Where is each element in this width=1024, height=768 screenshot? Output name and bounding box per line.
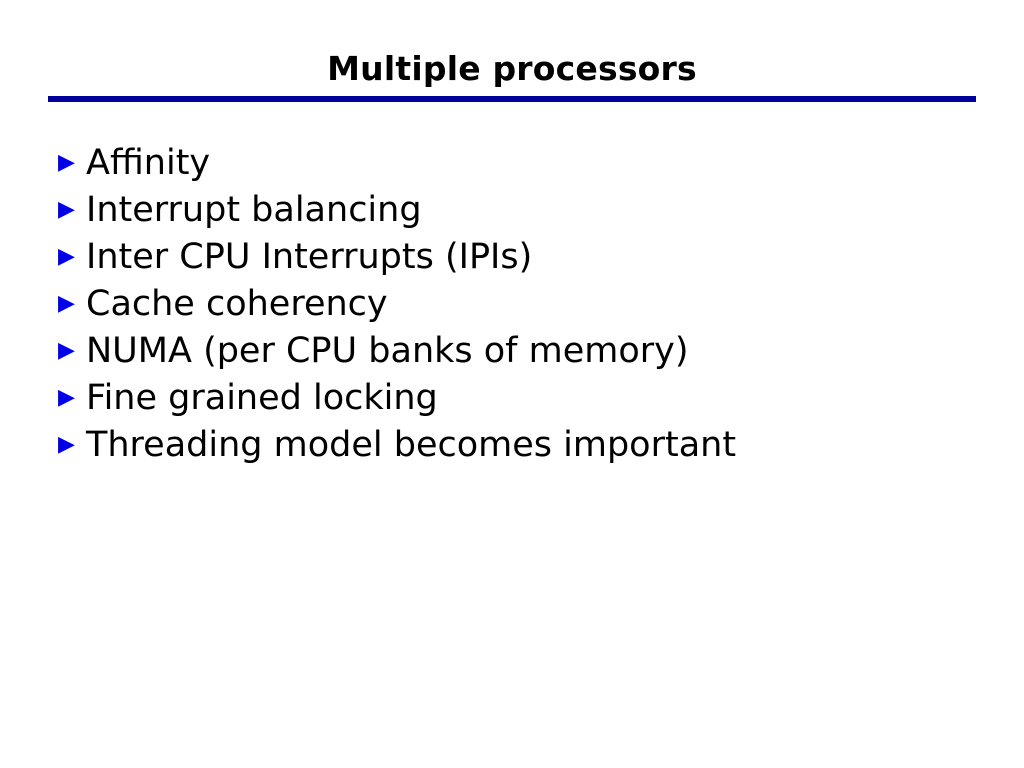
- list-item-label: Interrupt balancing: [86, 190, 422, 230]
- triangle-bullet-icon: ▶: [58, 197, 75, 222]
- list-item: ▶ Inter CPU Interrupts (IPIs): [58, 234, 998, 281]
- triangle-bullet-icon: ▶: [58, 385, 75, 410]
- bullet-list: ▶ Affinity ▶ Interrupt balancing ▶ Inter…: [58, 140, 998, 469]
- list-item: ▶ Threading model becomes important: [58, 422, 998, 469]
- list-item: ▶ Affinity: [58, 140, 998, 187]
- list-item: ▶ Interrupt balancing: [58, 187, 998, 234]
- list-item-label: Fine grained locking: [86, 378, 438, 418]
- list-item: ▶ Fine grained locking: [58, 375, 998, 422]
- triangle-bullet-icon: ▶: [58, 338, 75, 363]
- triangle-bullet-icon: ▶: [58, 150, 75, 175]
- list-item-label: Threading model becomes important: [86, 425, 737, 465]
- triangle-bullet-icon: ▶: [58, 291, 75, 316]
- list-item: ▶ NUMA (per CPU banks of memory): [58, 328, 998, 375]
- triangle-bullet-icon: ▶: [58, 432, 75, 457]
- triangle-bullet-icon: ▶: [58, 244, 75, 269]
- list-item-label: NUMA (per CPU banks of memory): [86, 331, 689, 371]
- page-title: Multiple processors: [327, 49, 697, 88]
- list-item-label: Cache coherency: [86, 284, 388, 324]
- title-divider: [48, 96, 976, 102]
- list-item: ▶ Cache coherency: [58, 281, 998, 328]
- list-item-label: Affinity: [86, 143, 211, 183]
- list-item-label: Inter CPU Interrupts (IPIs): [86, 237, 533, 277]
